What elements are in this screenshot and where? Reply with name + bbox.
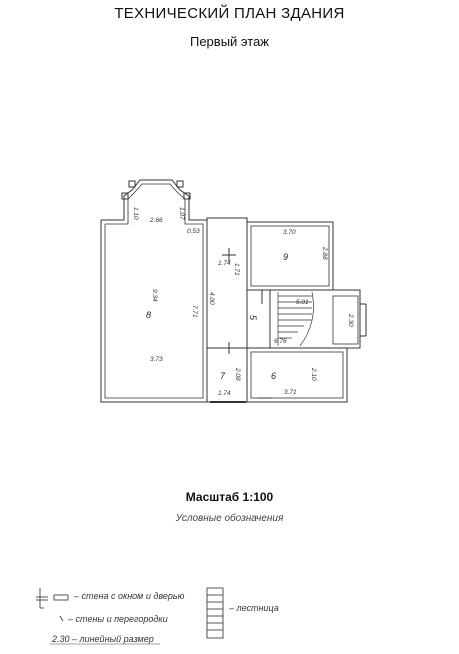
dim-7-71: 7.71 xyxy=(191,305,198,318)
dim-2-08: 2.08 xyxy=(234,367,241,381)
room-5-outline xyxy=(206,217,248,349)
dim-1-10: 1.10 xyxy=(132,207,139,220)
dim-9-34: 9.34 xyxy=(151,289,158,302)
dim-3-71: 3.71 xyxy=(284,389,297,396)
room-9-label: 9 xyxy=(283,252,288,262)
room-6-outline xyxy=(246,347,348,403)
dim-2-66: 2.66 xyxy=(149,217,163,224)
dim-4-00: 4.00 xyxy=(208,292,215,305)
page-subtitle: Первый этаж xyxy=(189,34,269,49)
dim-2-10: 2.10 xyxy=(310,367,317,381)
dim-3-73: 3.73 xyxy=(150,356,163,363)
dim-5-01: 5.01 xyxy=(296,299,309,306)
dim-1-71: 1.71 xyxy=(233,263,240,276)
page-title: ТЕХНИЧЕСКИЙ ПЛАН ЗДАНИЯ xyxy=(114,5,345,22)
dim-3-70: 3.70 xyxy=(283,229,296,236)
dim-1-74-top: 1.74 xyxy=(218,260,231,267)
scale-label: Масштаб 1:100 xyxy=(185,490,274,504)
room-5-label: 5 xyxy=(248,315,258,321)
room-6-label: 6 xyxy=(271,371,276,381)
legend-title: Условные обозначения xyxy=(175,513,284,524)
legend-walls-partitions: – стены и перегородки xyxy=(68,614,168,624)
dim-1-07: 1.07 xyxy=(178,207,185,220)
legend-linear-dimension: 2.30 – линейный размер xyxy=(52,634,154,644)
dim-1-74-bottom: 1.74 xyxy=(218,390,231,397)
room-7-label: 7 xyxy=(220,371,226,381)
dim-2-30: 2.30 xyxy=(347,313,354,327)
legend-wall-window-door: – стена с окном и дверью xyxy=(74,591,185,601)
legend-stairs: – лестница xyxy=(229,603,279,613)
dim-6-76: 6.76 xyxy=(274,338,287,345)
dim-2-88: 2.88 xyxy=(321,246,328,260)
room-8-label: 8 xyxy=(146,310,151,320)
dim-0-53: 0.53 xyxy=(187,228,200,235)
